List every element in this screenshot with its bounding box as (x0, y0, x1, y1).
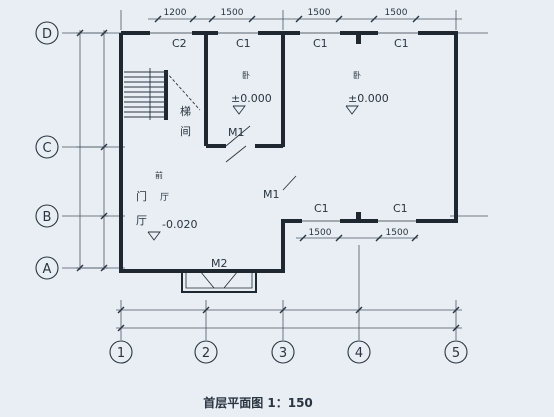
opening-labels: C2 C1 C1 C1 C1 C1 M1 M1 M2 (172, 37, 409, 270)
axis-bubble-3 (271, 340, 295, 364)
axis-label-b: B (43, 210, 52, 225)
axis-label-3: 3 (279, 346, 287, 361)
axis-label-2: 2 (202, 346, 210, 361)
door-label-m1-b: M1 (263, 188, 280, 201)
window-label-c1-d: C1 (314, 202, 329, 215)
entrance-porch (181, 270, 257, 293)
level-big-room: ±0.000 (348, 92, 389, 105)
door-label-m2: M2 (211, 257, 228, 270)
window-marks (150, 30, 418, 224)
dim-top-2: 1500 (221, 8, 244, 18)
dim-top-1: 1200 (164, 8, 187, 18)
axis-bubble-b (35, 204, 59, 228)
axis-label-1: 1 (117, 346, 125, 361)
hall-label-3: 厅 (160, 192, 169, 203)
big-room-label: 卧 (353, 71, 361, 80)
axis-bubble-a (35, 256, 59, 280)
axis-bubble-5 (444, 340, 468, 364)
door-label-m1-a: M1 (228, 126, 245, 139)
window-label-c1-b: C1 (313, 37, 328, 50)
small-room-label: 卧 (242, 71, 250, 80)
room-labels: 梯 间 卧 卧 前 门 厅 厅 ±0.000 ±0.000 -0.020 (136, 71, 389, 231)
axis-label-d: D (42, 27, 52, 42)
hall-label-4: 厅 (136, 214, 147, 227)
hall-label-2: 门 (136, 189, 147, 203)
axis-bubble-1 (109, 340, 133, 364)
window-label-c2: C2 (172, 37, 187, 50)
dim-top-4: 1500 (385, 8, 408, 18)
axis-bubble-d (35, 21, 59, 45)
level-hall: -0.020 (162, 218, 197, 231)
dim-top-3: 1500 (308, 8, 331, 18)
window-label-c1-e: C1 (393, 202, 408, 215)
columns (356, 32, 361, 222)
door-swings (225, 125, 297, 191)
grid-lines (62, 10, 488, 340)
axis-label-c: C (42, 141, 51, 156)
stair-label-1: 梯 (180, 105, 191, 118)
window-label-c1-c: C1 (394, 37, 409, 50)
dim-mid-2: 1500 (386, 228, 409, 238)
level-small-room: ±0.000 (231, 92, 272, 105)
axis-bubble-2 (194, 340, 218, 364)
level-markers (147, 105, 359, 241)
hall-label-1: 前 (155, 170, 163, 180)
dim-mid-1: 1500 (309, 228, 332, 238)
drawing-caption: 首层平面图 1：150 (203, 395, 313, 410)
axis-label-a: A (43, 262, 52, 277)
axis-bubble-c (35, 135, 59, 159)
stair-treads (124, 68, 201, 120)
axis-label-5: 5 (452, 346, 460, 361)
window-label-c1-a: C1 (236, 37, 251, 50)
stair-label-2: 间 (180, 125, 191, 138)
axis-label-4: 4 (355, 346, 363, 361)
dimension-ticks (76, 15, 460, 332)
axis-bubble-4 (347, 340, 371, 364)
dimension-labels: 1200 1500 1500 1500 1500 1500 (164, 8, 409, 238)
axis-bubbles: D C B A 1 2 3 4 5 (35, 21, 468, 364)
